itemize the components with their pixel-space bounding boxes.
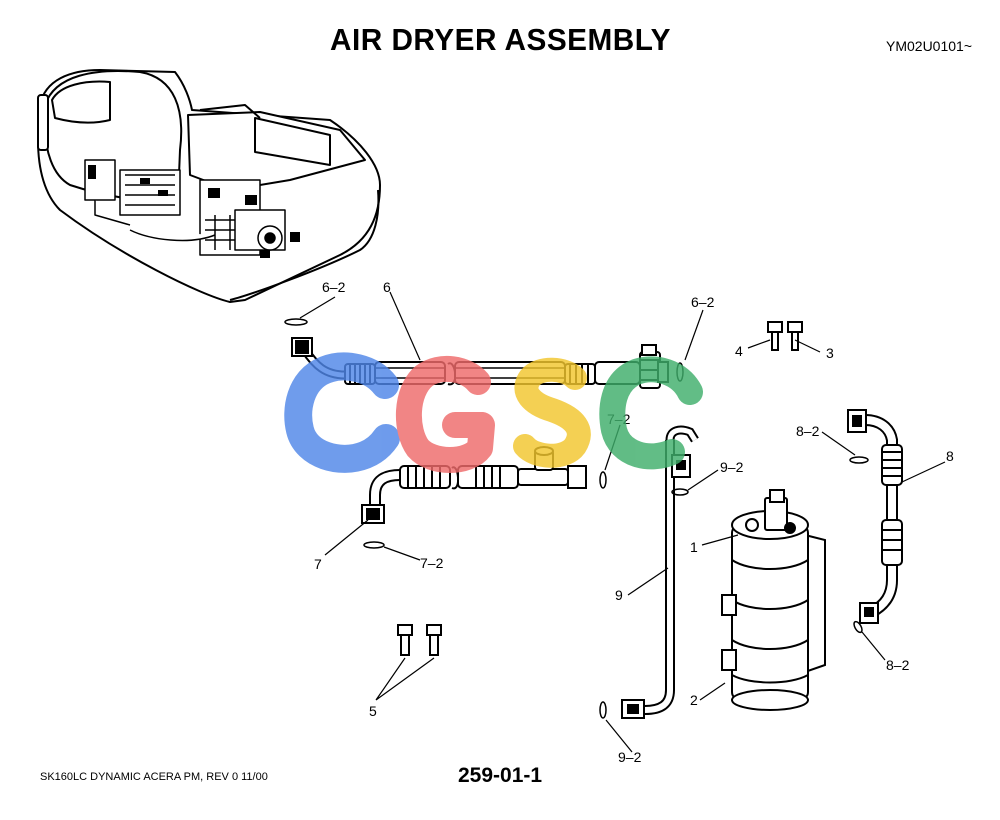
hose-8 [847, 409, 903, 624]
callout-9-2-top: 9–2 [720, 459, 744, 475]
hose-9 [621, 425, 699, 719]
callout-9-2-bottom: 9–2 [618, 749, 642, 765]
bolts [397, 321, 803, 656]
watermark-letter-c-green [599, 356, 703, 470]
callout-3: 3 [826, 345, 834, 361]
footer-model-revision: SK160LC DYNAMIC ACERA PM, REV 0 11/00 [40, 771, 268, 783]
callout-8-2-top: 8–2 [796, 423, 820, 439]
watermark-letter-g-red [396, 355, 495, 473]
callout-6: 6 [383, 279, 391, 295]
watermark-letter-c-blue [284, 352, 400, 473]
callout-8-2-bottom: 8–2 [886, 657, 910, 673]
cgsc-watermark [284, 352, 703, 473]
watermark-letter-s-yellow [513, 357, 591, 468]
callout-9: 9 [615, 587, 623, 603]
callout-6-2-top: 6–2 [322, 279, 346, 295]
page-title: AIR DRYER ASSEMBLY [330, 22, 672, 57]
air-dryer-body [721, 489, 826, 711]
callout-4: 4 [735, 343, 743, 359]
callout-5: 5 [369, 703, 377, 719]
callout-1: 1 [690, 539, 698, 555]
callout-2: 2 [690, 692, 698, 708]
callout-labels: 6–2 6 6–2 4 3 7–2 8–2 8 9–2 1 7 7–2 9 5 … [314, 279, 954, 765]
callout-8: 8 [946, 448, 954, 464]
callout-6-2-right: 6–2 [691, 294, 715, 310]
callout-7-2-bottom: 7–2 [420, 555, 444, 571]
callout-7: 7 [314, 556, 322, 572]
model-code: YM02U0101~ [886, 38, 973, 54]
machine-upper-structure [37, 69, 381, 303]
footer-page-number: 259-01-1 [458, 764, 543, 787]
